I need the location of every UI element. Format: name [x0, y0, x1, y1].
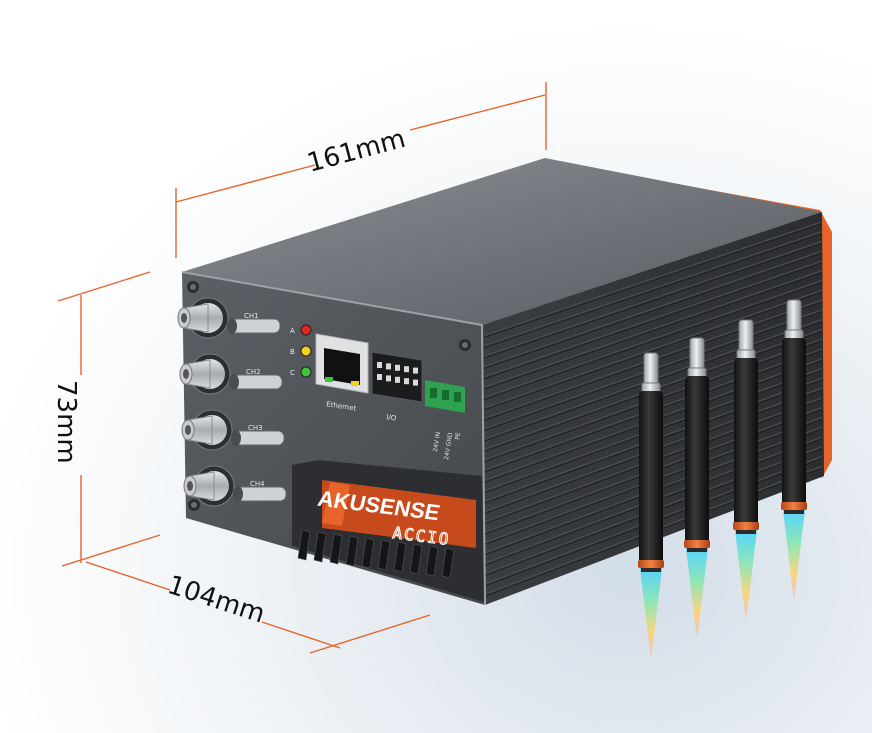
- sensor-probes: [638, 299, 807, 660]
- screw-top-right: [459, 339, 471, 351]
- status-leds: A B C: [290, 324, 312, 378]
- width-ext-right: [309, 614, 431, 654]
- heat-sink-fins: [483, 221, 823, 598]
- status-led-a: A: [290, 324, 312, 336]
- device-top-face: [182, 158, 822, 325]
- power-label-24v-in: 24V IN: [432, 432, 442, 453]
- height-ext-top: [57, 271, 151, 302]
- ethernet-port: Ethernet: [315, 333, 369, 413]
- probe-1: [638, 352, 664, 660]
- power-terminal: 24V IN 24V GND PE: [425, 380, 465, 460]
- io-label: I/O: [386, 413, 398, 423]
- device-front-edge: [181, 271, 486, 606]
- status-led-b: B: [290, 345, 312, 357]
- dimension-lines: [57, 82, 547, 654]
- height-ext-bottom: [61, 534, 161, 567]
- screw-top-left: [187, 281, 199, 293]
- height-dimension-label: 73mm: [51, 380, 81, 464]
- power-label-24v-gnd: 24V GND: [443, 432, 454, 461]
- power-label-pe: PE: [454, 432, 462, 441]
- channel-label: CH2: [246, 368, 261, 376]
- bnc-connector-ch1: CH1: [177, 297, 281, 339]
- width-dim-line-a: [85, 561, 171, 591]
- led-label: C: [290, 369, 295, 377]
- status-led-c: C: [290, 366, 312, 378]
- screw-bottom-left: [188, 499, 200, 511]
- channel-label: CH4: [250, 480, 265, 488]
- io-port: I/O: [371, 351, 423, 423]
- brand-panel: AKUSENSE ACCIO: [292, 460, 484, 602]
- bnc-connector-ch4: CH4: [183, 465, 287, 507]
- led-label: B: [290, 348, 295, 356]
- length-dim-line-b: [409, 94, 546, 131]
- bnc-connector-ch3: CH3: [181, 409, 285, 451]
- probe-4: [781, 299, 807, 602]
- bnc-connector-ch2: CH2: [179, 353, 283, 395]
- length-dim-line-a: [175, 164, 316, 203]
- channel-label: CH1: [244, 312, 259, 320]
- channel-label: CH3: [248, 424, 263, 432]
- probe-3: [733, 319, 759, 622]
- led-label: A: [290, 327, 295, 335]
- width-dim-line-b: [261, 621, 341, 649]
- front-vents: [297, 529, 455, 579]
- probe-2: [684, 337, 710, 640]
